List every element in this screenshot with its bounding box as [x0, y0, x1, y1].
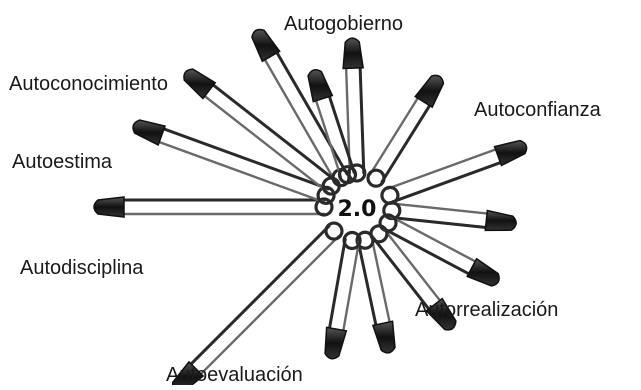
safety-pin	[324, 230, 362, 360]
safety-pin	[171, 221, 344, 390]
safety-pin	[183, 68, 341, 196]
safety-pin	[307, 68, 358, 185]
safety-pin	[355, 230, 396, 354]
label-autorrealizacion: Autorrealización	[415, 299, 559, 321]
safety-pin	[380, 139, 528, 205]
safety-pin	[132, 119, 336, 205]
safety-pin	[251, 28, 351, 188]
label-autogobierno: Autogobierno	[284, 13, 403, 35]
label-autoconocimiento: Autoconocimiento	[9, 73, 168, 95]
label-autoestima: Autoestima	[12, 151, 113, 173]
safety-pin	[93, 196, 334, 218]
label-autodisciplina: Autodisciplina	[20, 257, 144, 279]
center-disc	[334, 183, 382, 231]
label-autoevaluacion: Autoevaluación	[166, 364, 303, 386]
safety-pin	[366, 74, 445, 188]
safety-pin	[342, 37, 367, 183]
center-label: 2.0	[337, 197, 377, 222]
safety-pin	[369, 224, 457, 331]
safety-pin	[382, 200, 517, 232]
label-autoconfianza: Autoconfianza	[474, 99, 601, 121]
safety-pin	[378, 213, 500, 287]
